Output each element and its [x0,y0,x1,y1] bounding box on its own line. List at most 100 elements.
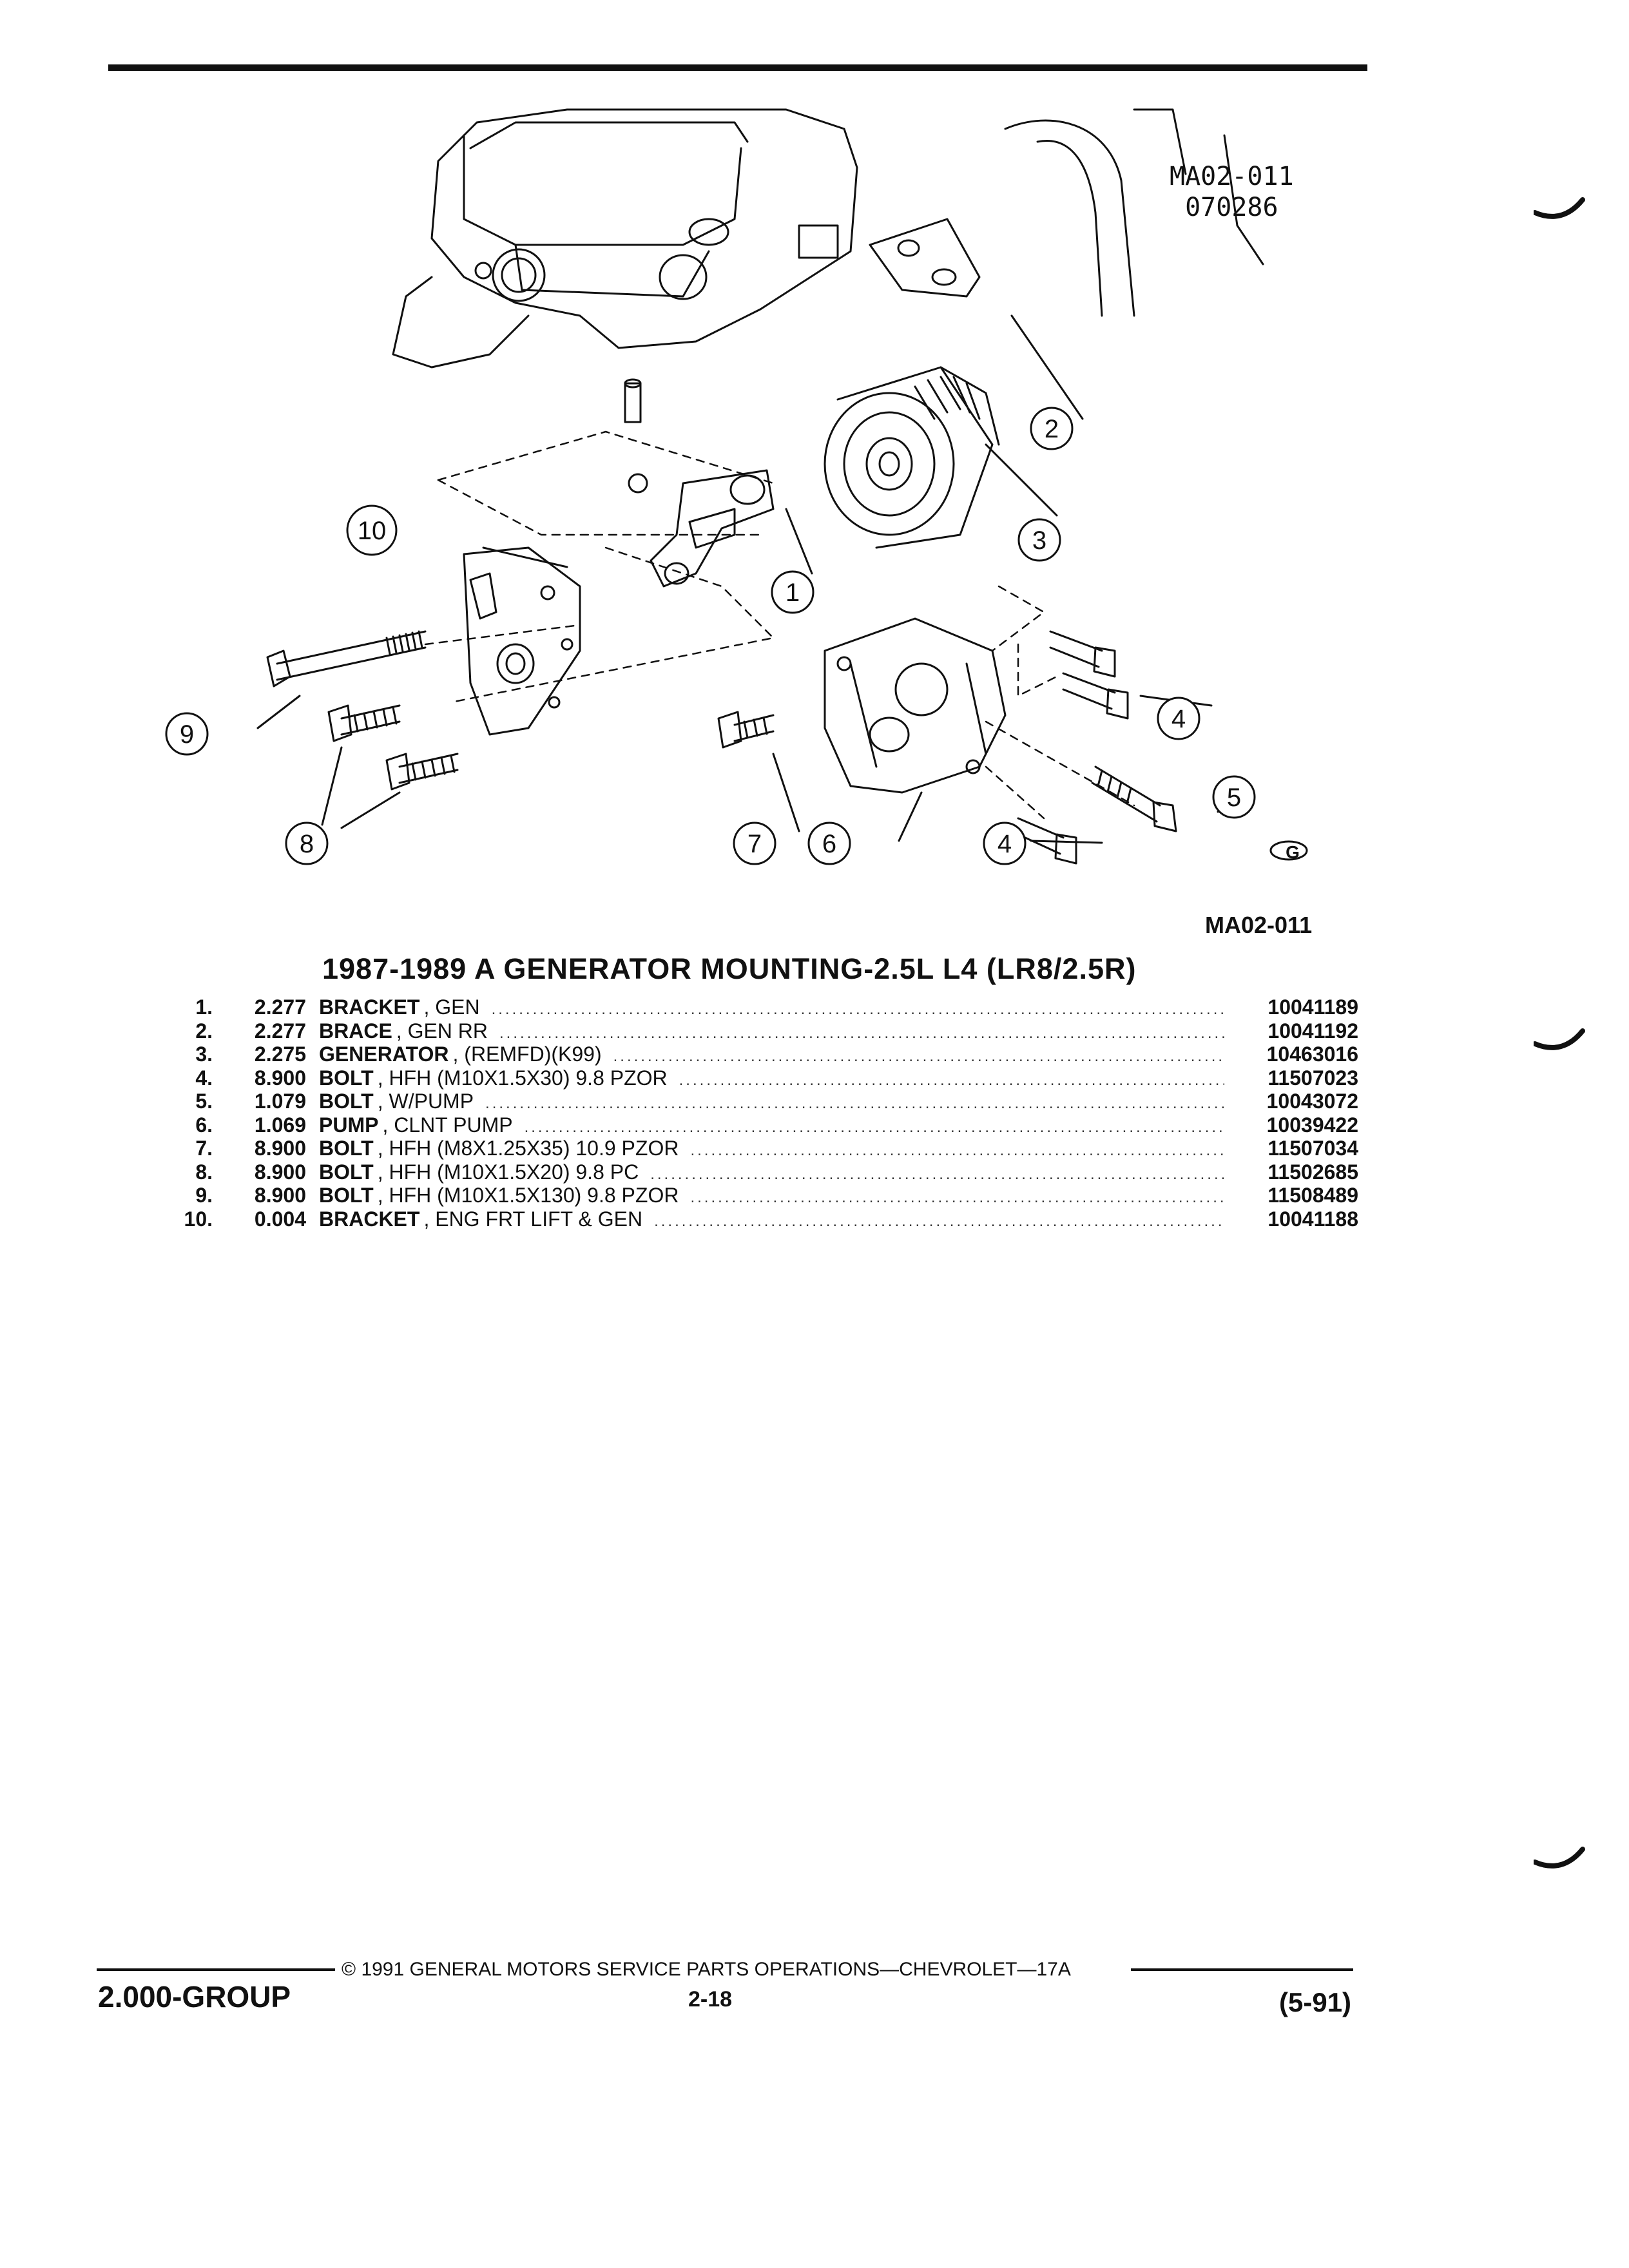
footer-rule-right [1131,1968,1353,1971]
part-name: BRACKET [319,1207,420,1231]
group-number: 2.277 [254,1019,306,1043]
copyright-notice: © 1991 GENERAL MOTORS SERVICE PARTS OPER… [342,1959,1071,1980]
part-number-index: 7. [195,1137,213,1160]
part-description: , W/PUMP [377,1090,474,1113]
part-number: 10043072 [1266,1090,1358,1113]
part-name: BOLT [319,1090,374,1113]
parts-row: 10. 0.004 BRACKET, ENG FRT LIFT & GEN.....… [153,1207,1358,1231]
generator-drawing [824,366,1000,549]
bracket-drawing [650,469,775,588]
group-number: 1.079 [254,1090,306,1113]
callout-label: 9 [180,720,194,749]
leader-dots: ........................................… [654,1212,1224,1230]
group-number: 1.069 [254,1113,306,1137]
part-number: 10041192 [1268,1019,1358,1043]
figure-id-line1: MA02-011 [1170,162,1294,191]
callout-6 [807,822,851,865]
figure-id-block: MA02-011 070286 [1170,161,1294,223]
part-description: , ENG FRT LIFT & GEN [423,1207,643,1231]
part-number-index: 8. [195,1160,213,1184]
part-description: , GEN [423,995,480,1019]
bolt-7-drawing [717,711,775,749]
binding-mark-2 [1534,1028,1585,1050]
page-title: 1987-1989 A GENERATOR MOUNTING-2.5L L4 (… [322,952,1137,985]
part-name: BRACKET [319,995,420,1019]
leader-lines [256,314,1245,844]
figure-reference: MA02-011 [1205,912,1313,938]
top-rule [108,64,1367,71]
bolt-8b-drawing [385,753,459,791]
part-number: 11507034 [1268,1137,1358,1160]
exploded-view-illustration: 1 2 3 4 4 5 6 7 8 9 10 G MA02-011 070286 [129,84,1353,889]
callout-7 [733,822,776,865]
water-pump-drawing [824,617,1007,794]
part-number-index: 3. [195,1043,213,1066]
svg-text:G: G [1286,842,1300,862]
part-description: , HFH (M10X1.5X130) 9.8 PZOR [377,1184,679,1207]
part-number-index: 6. [195,1113,213,1137]
part-number: 11507023 [1268,1066,1358,1090]
group-number: 8.900 [254,1066,306,1090]
gm-logo-icon: G [1269,840,1308,862]
leader-dots: ........................................… [485,1095,1224,1112]
part-name: BOLT [319,1184,374,1207]
figure-id-line2: 070286 [1185,193,1278,222]
part-number-index: 9. [195,1184,213,1207]
part-description: , (REMFD)(K99) [452,1043,602,1066]
leader-dots: ........................................… [690,1189,1224,1206]
callout-label: 8 [300,830,314,858]
part-name: GENERATOR [319,1043,449,1066]
part-description: , HFH (M10X1.5X30) 9.8 PZOR [377,1066,668,1090]
group-number: 0.004 [254,1207,306,1231]
part-name: BOLT [319,1066,374,1090]
part-name: BRACE [319,1019,392,1043]
group-number: 2.277 [254,995,306,1019]
bolt-4-drawing [1017,630,1129,865]
leader-dots: ........................................… [650,1165,1224,1183]
phantom-lines [424,430,1135,820]
group-label: 2.000-GROUP [98,1980,291,2013]
part-number: 10041188 [1268,1207,1358,1231]
part-name: PUMP [319,1113,379,1137]
callout-1 [771,570,815,614]
callout-3 [1017,518,1061,562]
part-number-index: 10. [184,1207,213,1231]
callout-label: 7 [747,830,762,858]
part-description: , GEN RR [396,1019,488,1043]
callout-9 [165,712,209,756]
group-number: 8.900 [254,1160,306,1184]
part-number: 10039422 [1266,1113,1358,1137]
part-number-index: 2. [195,1019,213,1043]
part-number: 10041189 [1268,995,1358,1019]
callout-2 [1030,407,1074,450]
part-number-index: 1. [195,995,213,1019]
binding-mark-1 [1534,197,1585,219]
part-description: , CLNT PUMP [382,1113,513,1137]
leader-dots: ........................................… [679,1071,1224,1089]
callout-4b [983,822,1027,865]
part-name: BOLT [319,1137,374,1160]
part-description: , HFH (M10X1.5X20) 9.8 PC [377,1160,639,1184]
callout-label: 10 [358,517,387,545]
revision-date: (5-91) [1279,1987,1352,2017]
footer-rule-left [97,1968,335,1971]
callout-4a [1157,697,1200,740]
callout-label: 1 [786,579,800,607]
part-number: 11502685 [1268,1160,1358,1184]
binding-mark-3 [1534,1847,1585,1869]
group-number: 8.900 [254,1137,306,1160]
callout-label: 6 [822,830,836,858]
leader-dots: ........................................… [690,1142,1224,1159]
callout-5 [1212,775,1256,819]
group-number: 2.275 [254,1043,306,1066]
callout-label: 2 [1045,415,1059,443]
